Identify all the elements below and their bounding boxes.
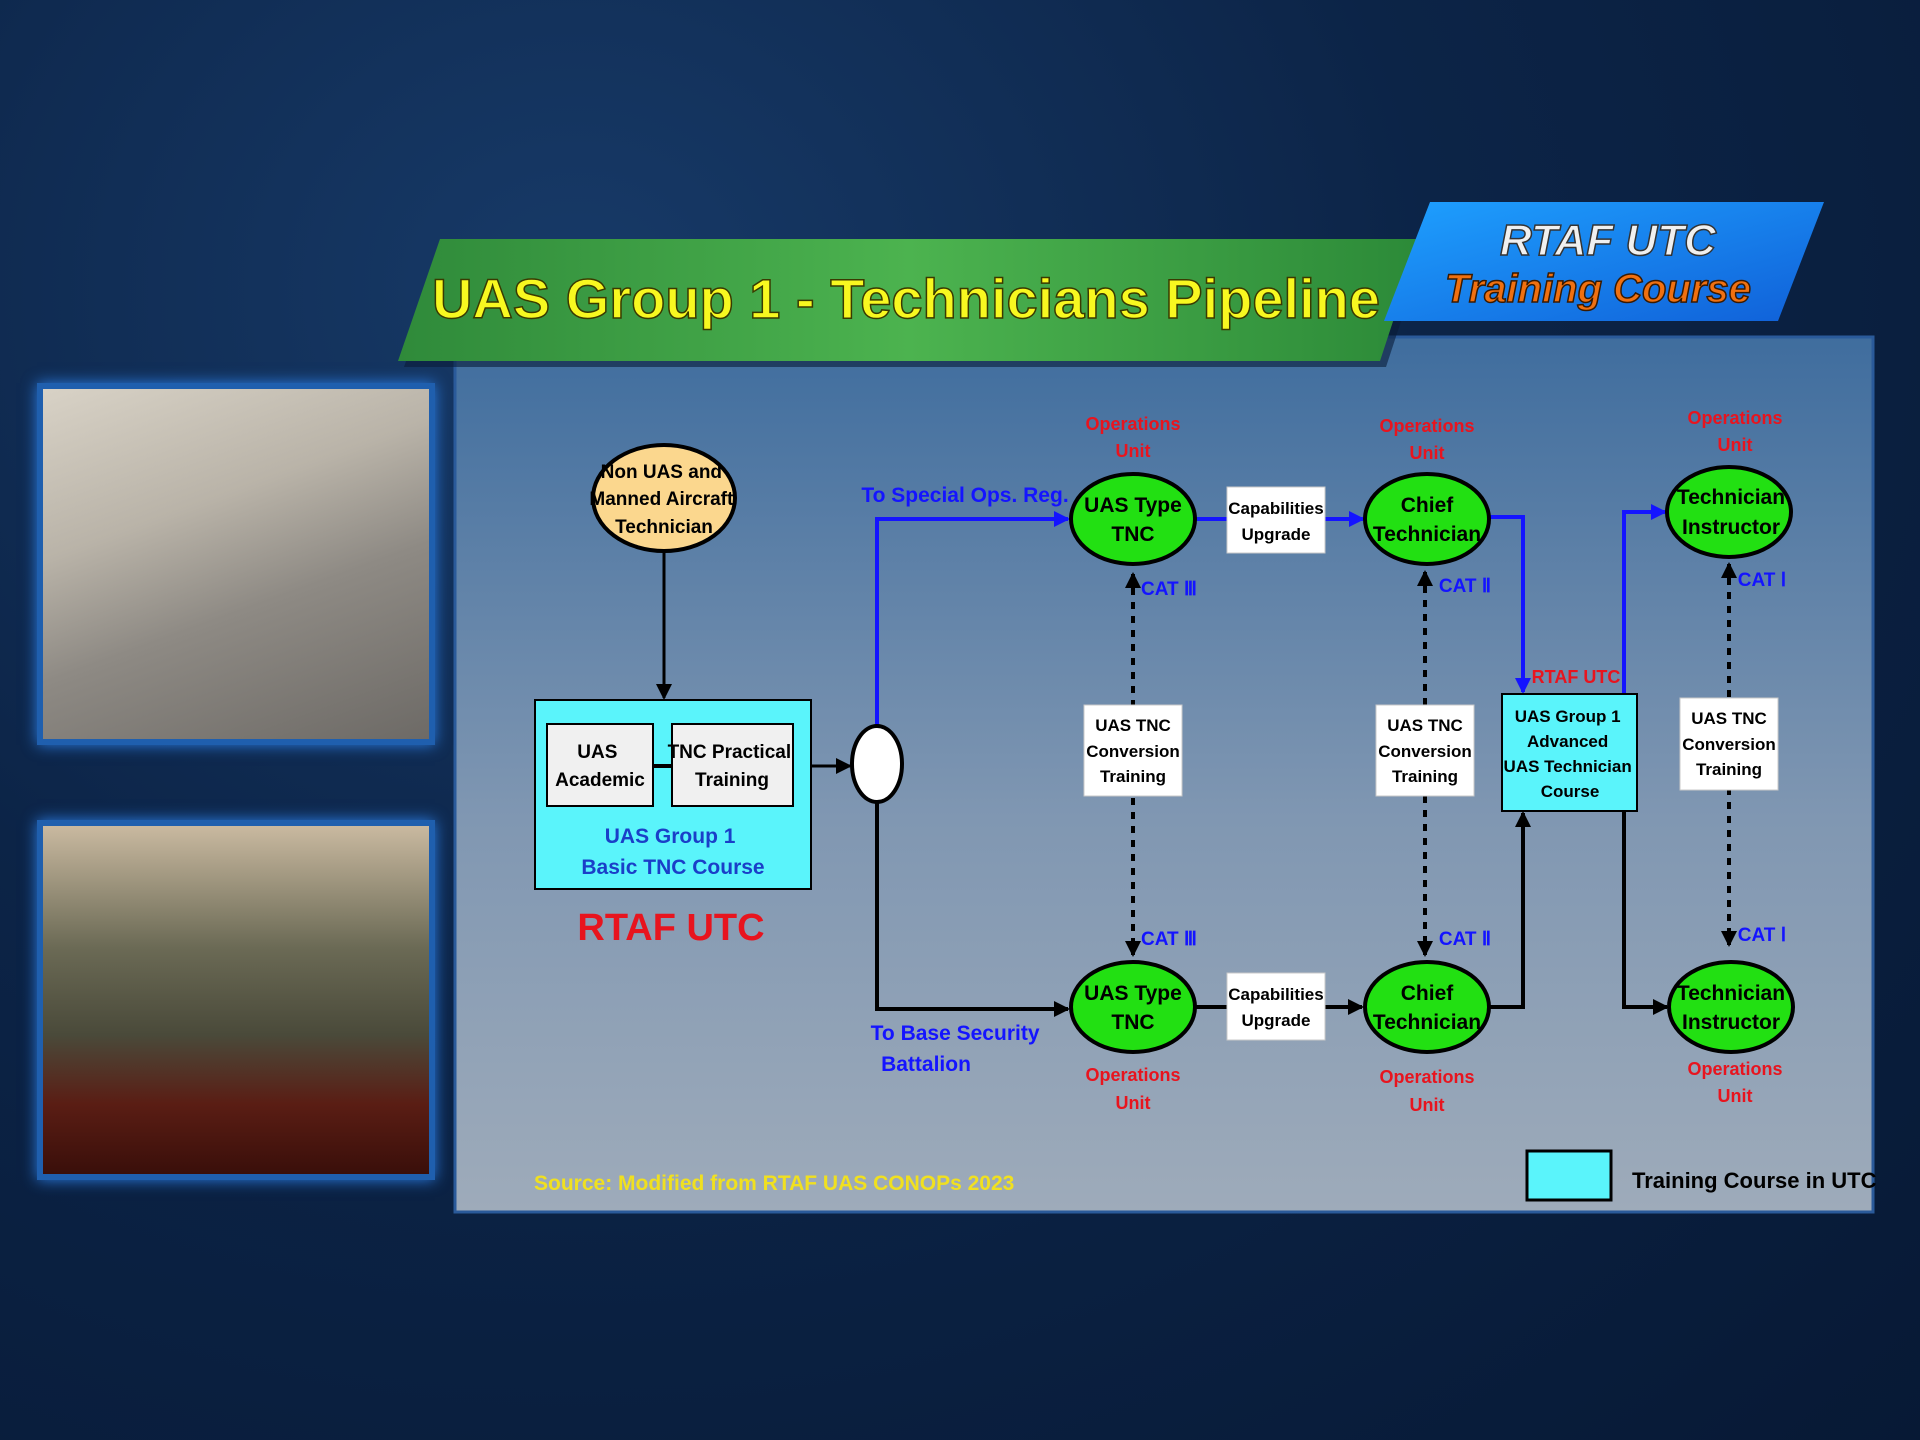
- tnc-practical-label: TNC Practical Training: [668, 742, 797, 791]
- cat-ii-bottom-label: CAT Ⅱ: [1439, 929, 1491, 950]
- arrow-advanced-to-instructor-top: [1622, 504, 1667, 694]
- arrow-chief-bottom-to-advanced: [1489, 811, 1531, 1009]
- node-chief-technician-bottom: [1363, 960, 1491, 1054]
- label-base-security: To Base Security Battalion: [871, 1022, 1046, 1076]
- node-non-uas-technician: [591, 443, 737, 553]
- advanced-course-label: UAS Group 1 Advanced UAS Technician Cour…: [1504, 707, 1637, 801]
- cat-i-bottom-label: CAT Ⅰ: [1738, 925, 1787, 946]
- conversion-training-box-3: [1679, 697, 1779, 791]
- capabilities-upgrade-top-box: [1226, 486, 1326, 554]
- advanced-course-box: [1501, 693, 1638, 812]
- blue-path-special-ops: [875, 511, 1070, 726]
- source-note: Source: Modified from RTAF UAS CONOPs 20…: [534, 1172, 1014, 1195]
- cat-iii-bottom-label: CAT Ⅲ: [1141, 929, 1197, 950]
- node-non-uas-technician-label: Non UAS and Manned Aircraft Technician: [589, 462, 738, 538]
- arrow-chief-to-advanced: [1489, 515, 1531, 694]
- arrow-advanced-to-instructor-bottom: [1622, 811, 1669, 1015]
- photo-technician-with-drone: [37, 820, 435, 1180]
- conversion-training-box-1: [1083, 704, 1183, 797]
- badge-line-2: Training Course: [1445, 267, 1751, 311]
- cat-i-top-label: CAT Ⅰ: [1738, 570, 1787, 591]
- split-node: [850, 724, 904, 804]
- conversion-training-box-2: [1375, 704, 1475, 797]
- node-technician-instructor-top: [1665, 465, 1793, 559]
- tnc-practical-training-box: [671, 723, 794, 807]
- photo-technicians-with-model-aircraft: [37, 383, 435, 745]
- capabilities-upgrade-bottom-box: [1226, 972, 1326, 1041]
- uas-academic-label: UAS Academic: [555, 742, 645, 791]
- node-technician-instructor-bottom: [1667, 960, 1795, 1054]
- black-path-base-security: [875, 802, 1070, 1017]
- badge-banner: [1384, 202, 1824, 321]
- legend-swatch: [1525, 1149, 1613, 1202]
- cat-ii-top-label: CAT Ⅱ: [1439, 576, 1491, 597]
- basic-course-title: UAS Group 1 Basic TNC Course: [581, 825, 764, 879]
- node-uas-type-tnc-top: [1069, 472, 1197, 566]
- cat-iii-top-label: CAT Ⅲ: [1141, 579, 1197, 600]
- advanced-provider-label: RTAF UTC: [1532, 667, 1621, 687]
- title-banner: [398, 239, 1420, 361]
- node-chief-technician-top: [1363, 472, 1491, 566]
- label-special-ops: To Special Ops. Reg.: [861, 484, 1068, 507]
- node-uas-type-tnc-bottom: [1069, 960, 1197, 1054]
- badge-line-1: RTAF UTC: [1500, 216, 1717, 265]
- uas-academic-box: [546, 723, 654, 807]
- basic-course-provider: RTAF UTC: [577, 907, 764, 949]
- page-title: UAS Group 1 - Technicians Pipeline: [432, 267, 1380, 330]
- legend-label: Training Course in UTC: [1632, 1168, 1877, 1193]
